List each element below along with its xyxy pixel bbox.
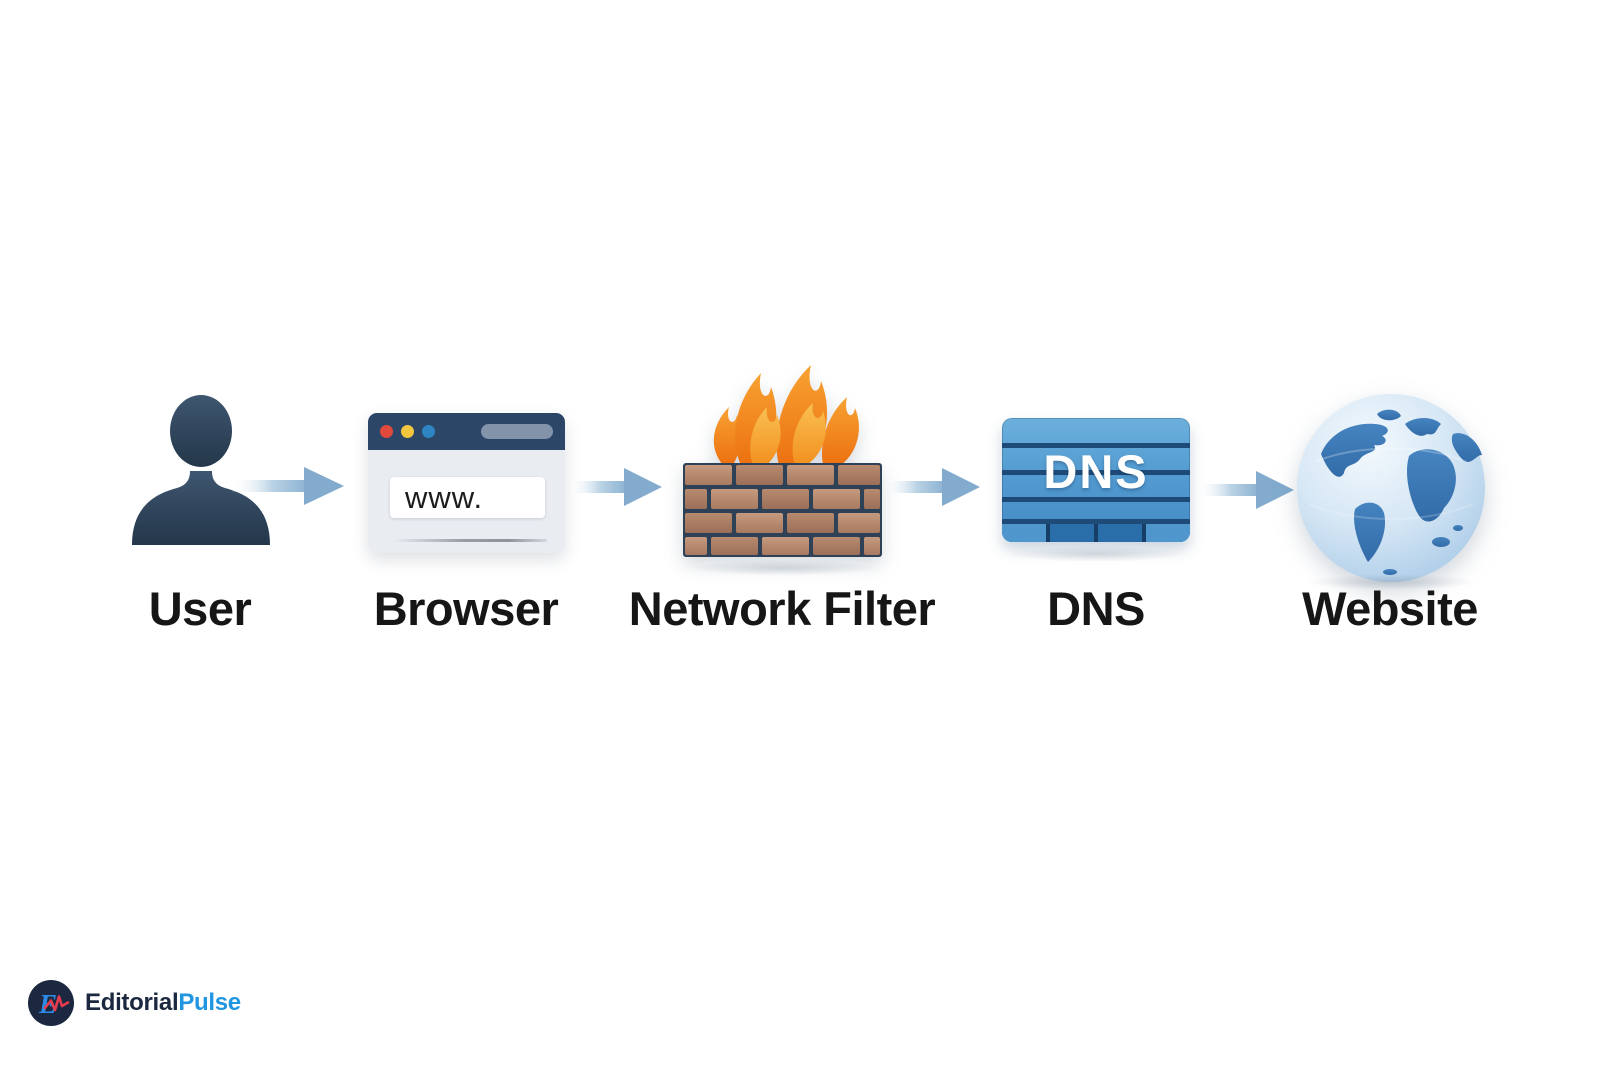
continents bbox=[1321, 409, 1482, 575]
url-box: www. bbox=[390, 477, 545, 518]
browser-icon: www. bbox=[368, 413, 565, 553]
flow-arrow-browser-filter bbox=[570, 468, 662, 506]
firewall-shadow bbox=[688, 560, 878, 576]
server-segment bbox=[1142, 524, 1190, 542]
node-label-website: Website bbox=[1302, 582, 1478, 635]
node-label-network-filter: Network Filter bbox=[628, 582, 936, 635]
browser-content-line bbox=[393, 539, 547, 542]
dns-shadow bbox=[1008, 546, 1184, 562]
server-divider bbox=[1002, 519, 1190, 524]
flow-arrow-dns-website bbox=[1198, 471, 1294, 509]
flow-arrow-filter-dns bbox=[884, 468, 980, 506]
brick-wall-icon bbox=[683, 463, 882, 557]
server-segment bbox=[1046, 524, 1094, 542]
globe-icon bbox=[1297, 394, 1485, 582]
brand-name-primary: Editorial bbox=[85, 989, 179, 1016]
user-icon bbox=[132, 395, 270, 545]
server-bottom-row bbox=[1002, 524, 1190, 542]
brand-name-secondary: Pulse bbox=[178, 989, 241, 1016]
server-divider bbox=[1002, 497, 1190, 502]
brand-logo-icon: E bbox=[28, 980, 74, 1026]
brand-name: EditorialPulse bbox=[85, 989, 241, 1017]
brand-logo: E EditorialPulse bbox=[28, 980, 241, 1026]
globe-shadow bbox=[1305, 574, 1477, 590]
window-dot-red-icon bbox=[380, 425, 393, 438]
node-label-dns: DNS bbox=[1047, 582, 1145, 635]
pulse-line-icon bbox=[43, 995, 70, 1012]
node-label-browser: Browser bbox=[373, 582, 559, 635]
firewall-icon bbox=[683, 365, 882, 557]
server-divider bbox=[1002, 470, 1190, 475]
browser-titlebar bbox=[368, 413, 565, 450]
dns-server-icon: DNS bbox=[1002, 418, 1190, 542]
address-bar-pill bbox=[481, 424, 553, 439]
flow-arrow-user-browser bbox=[232, 467, 344, 505]
server-segment bbox=[1094, 524, 1142, 542]
window-dot-yellow-icon bbox=[401, 425, 414, 438]
node-label-user: User bbox=[148, 582, 252, 635]
server-divider bbox=[1002, 443, 1190, 448]
server-segment bbox=[1002, 524, 1046, 542]
flames-icon bbox=[713, 365, 859, 465]
dns-server-text: DNS bbox=[1043, 445, 1149, 498]
window-dot-blue-icon bbox=[422, 425, 435, 438]
